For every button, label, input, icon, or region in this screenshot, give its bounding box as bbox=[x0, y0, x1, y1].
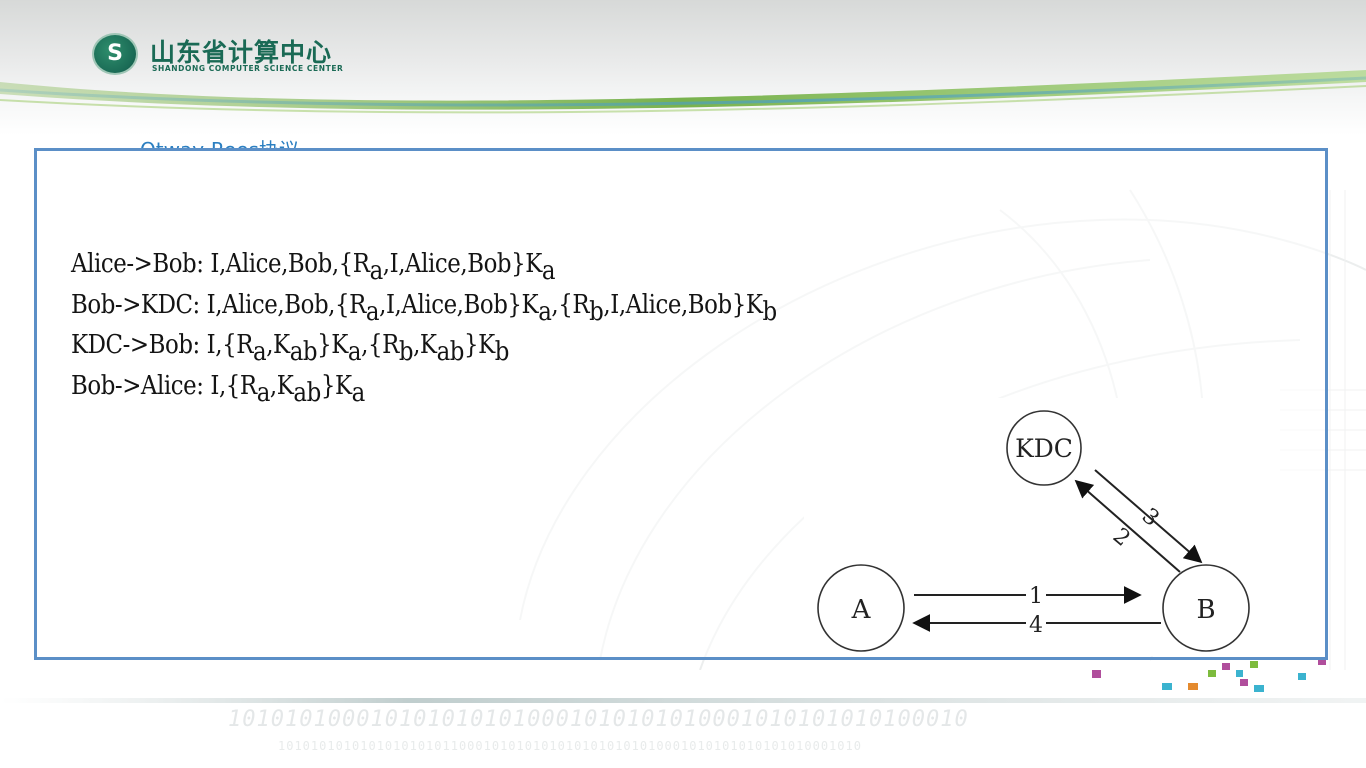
footer-binary-small: 1010101010101010101011000101010101010101… bbox=[278, 739, 862, 753]
node-kdc-label: KDC bbox=[1015, 434, 1073, 463]
logo-emblem-icon: S bbox=[92, 33, 138, 75]
edge-2-arrow bbox=[1074, 479, 1181, 573]
node-kdc: KDC bbox=[1006, 410, 1082, 486]
node-a: A bbox=[817, 564, 905, 652]
header-wave-decoration bbox=[0, 70, 1366, 114]
protocol-step-1: Alice->Bob: I,Alice,Bob,{Ra,I,Alice,Bob}… bbox=[71, 249, 556, 286]
edge-4-label: 4 bbox=[1029, 613, 1043, 638]
protocol-message-list: Alice->Bob: I,Alice,Bob,{Ra,I,Alice,Bob}… bbox=[71, 244, 777, 406]
footer-decoration bbox=[0, 660, 1366, 703]
edge-3-arrow bbox=[1094, 469, 1203, 564]
logo-name-english: SHANDONG COMPUTER SCIENCE CENTER bbox=[152, 64, 344, 73]
node-a-label: A bbox=[851, 595, 872, 625]
protocol-step-4: Bob->Alice: I,{Ra,Kab}Ka bbox=[71, 370, 365, 408]
protocol-step-2: Bob->KDC: I,Alice,Bob,{Ra,I,Alice,Bob}Ka… bbox=[71, 289, 777, 327]
protocol-step-3: KDC->Bob: I,{Ra,Kab}Ka,{Rb,Kab}Kb bbox=[71, 330, 509, 367]
logo: S 山东省计算中心 SHANDONG COMPUTER SCIENCE CENT… bbox=[92, 33, 392, 77]
protocol-diagram: KDC A B 1 4 2 3 bbox=[804, 398, 1264, 656]
node-b: B bbox=[1162, 564, 1250, 652]
edge-1-label: 1 bbox=[1029, 584, 1043, 609]
pixel-squares-decoration bbox=[1092, 660, 1326, 692]
footer-binary-large: 1010101000101010101010001010101010001010… bbox=[228, 707, 969, 732]
logo-emblem-letter: S bbox=[107, 41, 123, 66]
logo-name-chinese: 山东省计算中心 bbox=[150, 38, 333, 67]
slide-title: Otway-Rees协议 bbox=[140, 138, 299, 150]
node-b-label: B bbox=[1196, 595, 1215, 625]
header-band bbox=[0, 0, 1366, 135]
